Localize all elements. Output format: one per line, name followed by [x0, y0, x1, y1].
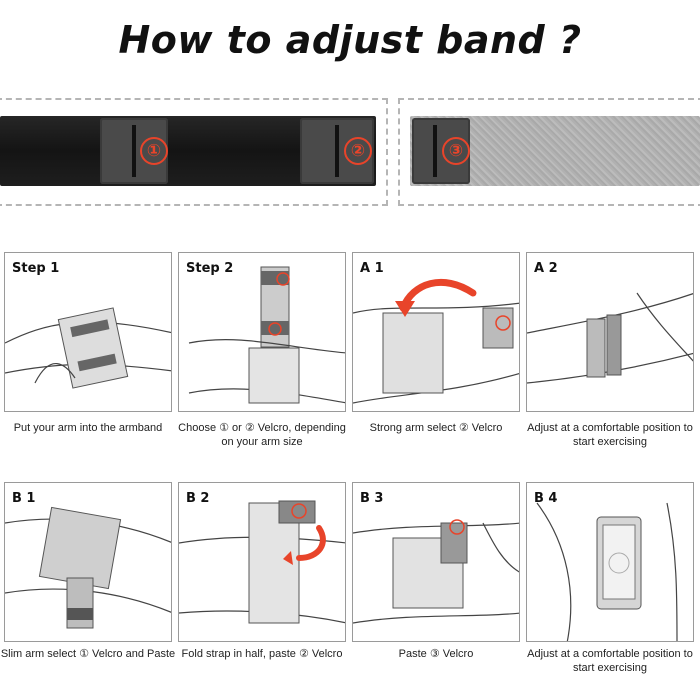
- page-title: How to adjust band ?: [118, 18, 582, 62]
- step-1-label: Step 1: [12, 261, 60, 276]
- step-2-label: Step 2: [186, 261, 234, 276]
- step-1-illustration: [5, 307, 171, 389]
- step-2-panel: Step 2: [178, 252, 346, 412]
- step-1-caption: Put your arm into the armband: [13, 422, 163, 434]
- black-band-frame: [0, 98, 388, 206]
- a2-label: A 2: [534, 261, 558, 276]
- b2-caption: Fold strap in half, paste ② Velcro: [181, 648, 343, 660]
- grey-band-frame: [398, 98, 700, 206]
- b4-panel: B 4: [526, 482, 694, 642]
- step-2-caption: Choose ① or ② Velcro, depending on your …: [178, 422, 346, 448]
- b2-illustration: [179, 500, 345, 624]
- b1-panel: B 1: [4, 482, 172, 642]
- a1-caption: Strong arm select ② Velcro: [369, 422, 503, 434]
- a2-panel: A 2: [526, 252, 694, 412]
- b3-panel: B 3: [352, 482, 520, 642]
- a2-illustration: [527, 292, 693, 384]
- step-2-illustration: [188, 266, 345, 404]
- b4-label: B 4: [534, 491, 558, 506]
- a1-panel: A 1: [352, 252, 520, 412]
- b1-illustration: [5, 506, 171, 629]
- marker-2: ②: [344, 137, 372, 165]
- b3-label: B 3: [360, 491, 384, 506]
- b1-caption: Slim arm select ① Velcro and Paste: [0, 648, 176, 660]
- grey-band: ③: [410, 116, 700, 186]
- marker-3: ③: [442, 137, 470, 165]
- a1-label: A 1: [360, 261, 384, 276]
- a2-caption: Adjust at a comfortable position to star…: [527, 422, 693, 448]
- b1-label: B 1: [12, 491, 36, 506]
- b2-panel: B 2: [178, 482, 346, 642]
- b4-illustration: [536, 502, 678, 641]
- black-band: ① ②: [0, 116, 376, 186]
- b3-caption: Paste ③ Velcro: [398, 648, 474, 660]
- marker-1: ①: [140, 137, 168, 165]
- b3-illustration: [353, 519, 519, 624]
- b4-caption: Adjust at a comfortable position to star…: [527, 648, 693, 674]
- a1-illustration: [353, 278, 519, 404]
- step-1-panel: Step 1: [4, 252, 172, 412]
- b2-label: B 2: [186, 491, 210, 506]
